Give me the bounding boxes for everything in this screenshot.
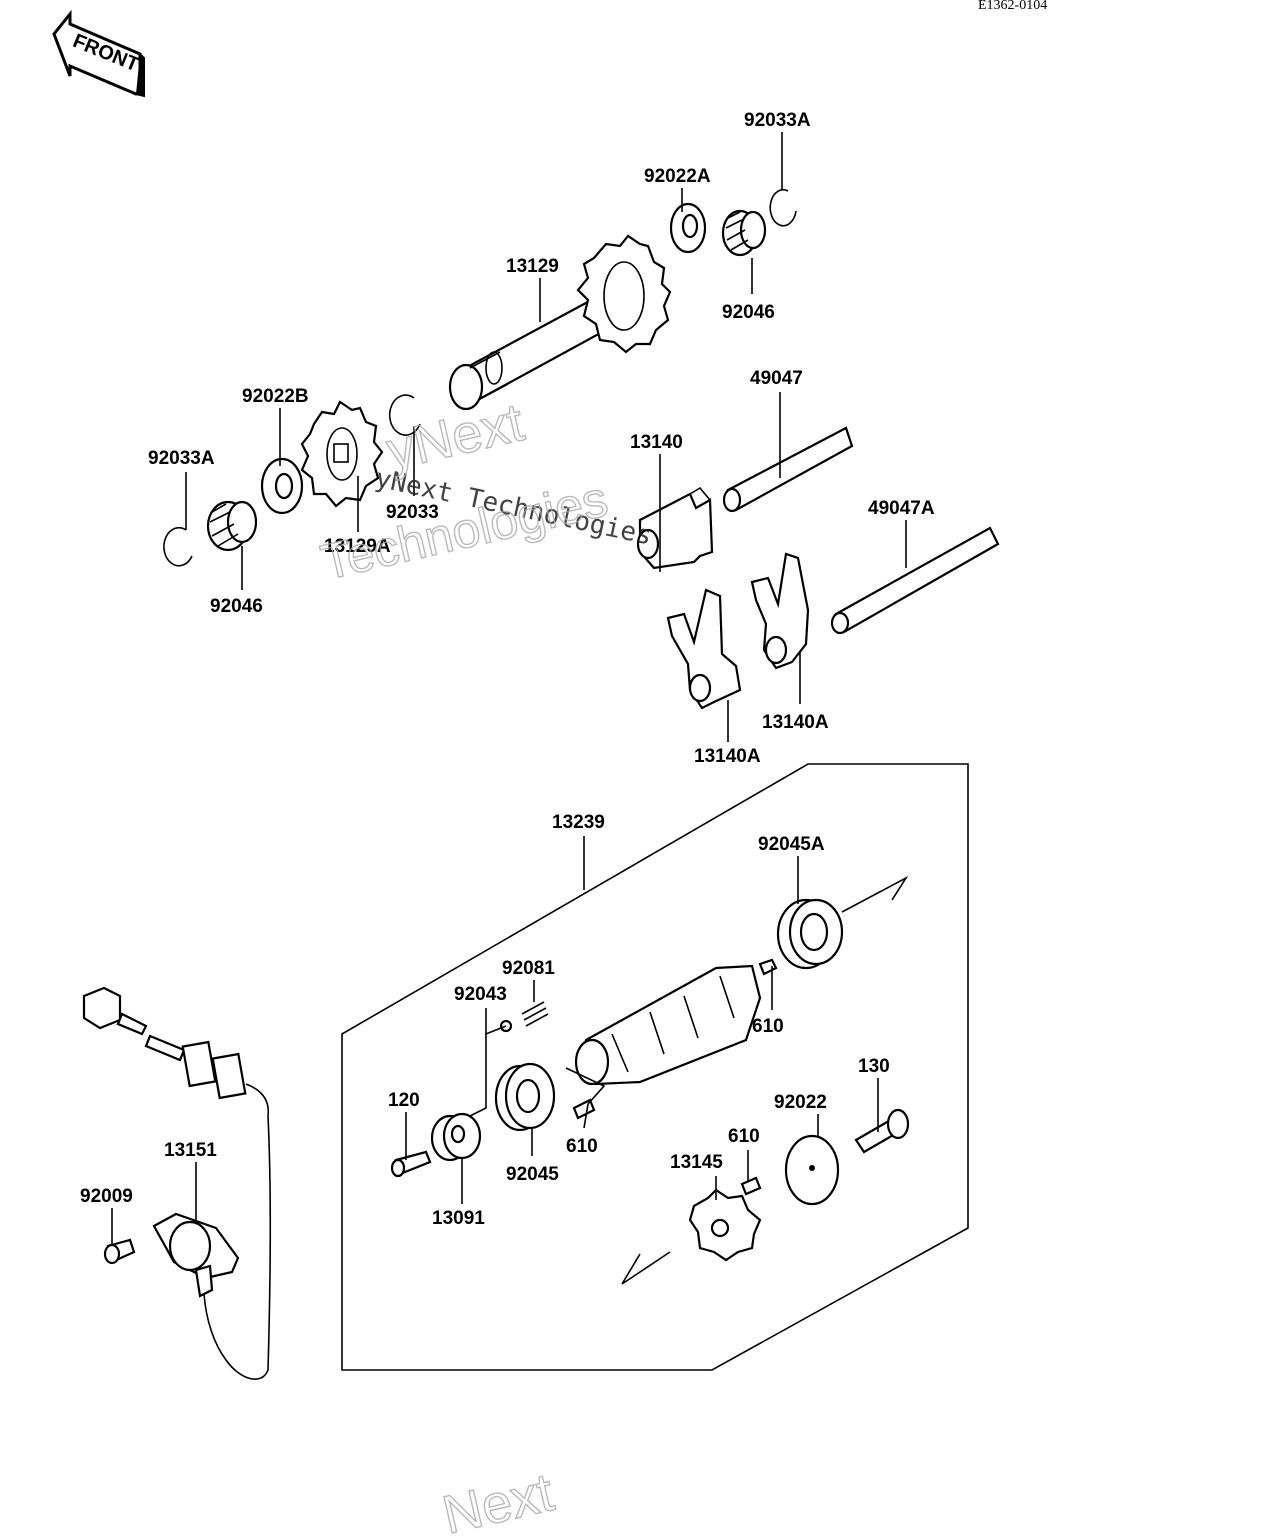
bearing-92045a	[776, 898, 844, 970]
part-label: 92022A	[644, 166, 711, 187]
cam-13091	[430, 1112, 482, 1162]
part-label: 13140A	[762, 712, 829, 733]
bearing-92045	[494, 1062, 556, 1132]
part-labels: 92033A 92022A 13129 92046 49047 92022B 1…	[80, 110, 935, 1229]
axis-arrow-upper	[841, 875, 909, 913]
washer-92022	[784, 1134, 840, 1206]
watermark-line: Next	[437, 1462, 559, 1536]
part-label: 92009	[80, 1186, 133, 1207]
cam-13145	[688, 1188, 762, 1262]
part-label: 92033A	[744, 110, 811, 131]
part-label: 13129A	[324, 536, 391, 557]
circlip-92033a-upper	[769, 188, 797, 227]
part-label: 92022	[774, 1092, 827, 1113]
part-label: 92081	[502, 958, 555, 979]
pin-610-middle	[572, 1098, 596, 1120]
part-label: 92033A	[148, 448, 215, 469]
neutral-switch-13151	[152, 1212, 240, 1298]
part-label: 92045A	[758, 834, 825, 855]
part-label: 610	[728, 1126, 760, 1147]
part-label: 13151	[164, 1140, 217, 1161]
part-label: 120	[388, 1090, 420, 1111]
part-label: 92046	[210, 596, 263, 617]
watermark-line: yNext	[381, 392, 529, 482]
spring-92081	[521, 1001, 549, 1027]
part-label: 92043	[454, 984, 507, 1005]
part-label: 610	[566, 1136, 598, 1157]
diagram-code: E1362-0104	[978, 0, 1047, 13]
part-label: 13239	[552, 812, 605, 833]
drum-assembly-frame	[341, 763, 969, 1371]
washer-92022a	[669, 202, 707, 254]
circlip-92033	[388, 394, 421, 436]
part-label: 13145	[670, 1152, 723, 1173]
part-label: 49047A	[868, 498, 935, 519]
part-label: 13091	[432, 1208, 485, 1229]
pin-610-lower	[740, 1176, 762, 1196]
washer-92022b	[260, 457, 304, 515]
part-label: 92022B	[242, 386, 309, 407]
bolt-130	[854, 1108, 910, 1154]
part-label: 13140A	[694, 746, 761, 767]
watermark: yNext Technologies yNext Technologies Ne…	[315, 391, 654, 1536]
part-label: 130	[858, 1056, 890, 1077]
rod-49047	[722, 426, 854, 513]
shift-fork-13140a-right	[750, 552, 810, 670]
circlip-92033a-lower	[163, 526, 193, 567]
shift-fork-13140	[636, 486, 714, 570]
part-label: 92033	[386, 502, 439, 523]
gear-13129a	[300, 400, 384, 508]
shift-drum-13239	[574, 964, 762, 1086]
shift-fork-13140a-left	[666, 588, 742, 710]
neutral-switch-wire	[82, 986, 272, 1380]
part-label: 610	[752, 1016, 784, 1037]
axis-arrow-lower	[621, 1251, 671, 1285]
needle-bearing-92046-upper	[721, 209, 767, 257]
part-label: 92045	[506, 1164, 559, 1185]
bolt-92009	[103, 1238, 136, 1265]
leader-lines	[111, 132, 907, 1246]
rod-49047a	[830, 526, 1000, 635]
needle-bearing-92046-lower	[206, 500, 258, 552]
part-label: 49047	[750, 368, 803, 389]
bolt-120	[390, 1150, 432, 1178]
part-label: 13129	[506, 256, 559, 277]
front-arrow-icon: FRONT	[52, 9, 145, 98]
part-label: 92046	[722, 302, 775, 323]
part-label: 13140	[630, 432, 683, 453]
pin-610-top	[758, 958, 778, 976]
shaft-13129	[448, 234, 672, 411]
